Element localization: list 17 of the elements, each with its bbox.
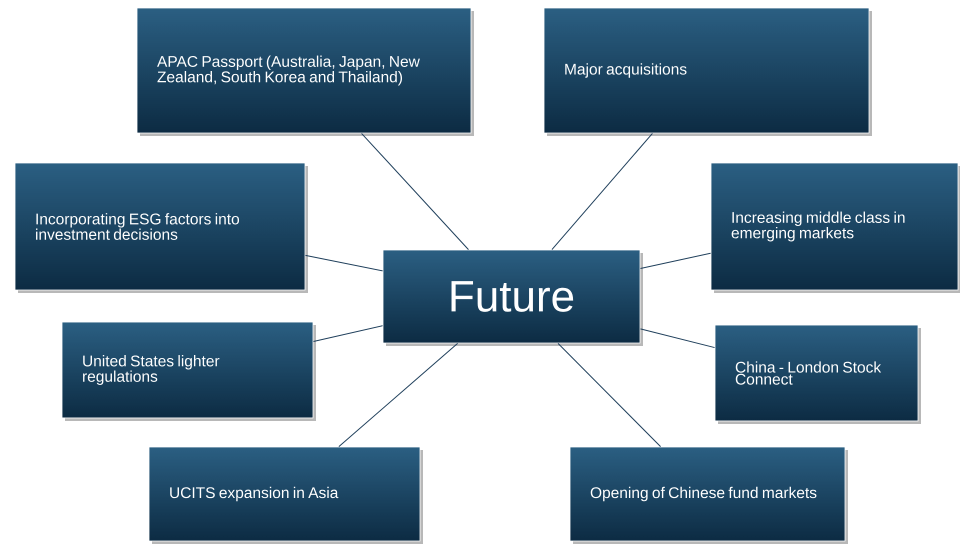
connector-line <box>640 328 716 348</box>
connector-line <box>304 254 384 272</box>
connector-line <box>338 342 458 448</box>
topic-box: UCITS expansion in Asia <box>148 446 423 544</box>
connector-line <box>558 342 662 448</box>
topic-box: APAC Passport (Australia, Japan, New Zealand, South Korea and Thailand) <box>136 8 474 136</box>
topic-box: Increasing middle class in emerging markets <box>710 162 960 293</box>
topic-box: Major acquisitions <box>544 8 872 136</box>
connector-line <box>640 252 712 269</box>
topic-box: China - London Stock Connect <box>714 324 921 424</box>
topic-box: Incorporating ESG factors into investment decisions <box>14 162 308 293</box>
connector-line <box>551 132 653 250</box>
topic-box: Opening of Chinese fund markets <box>570 446 848 544</box>
connector-line <box>361 132 469 250</box>
title-box: Future <box>382 250 643 346</box>
connector-line <box>312 325 384 342</box>
topic-box: United States lighter regulations <box>62 322 316 421</box>
